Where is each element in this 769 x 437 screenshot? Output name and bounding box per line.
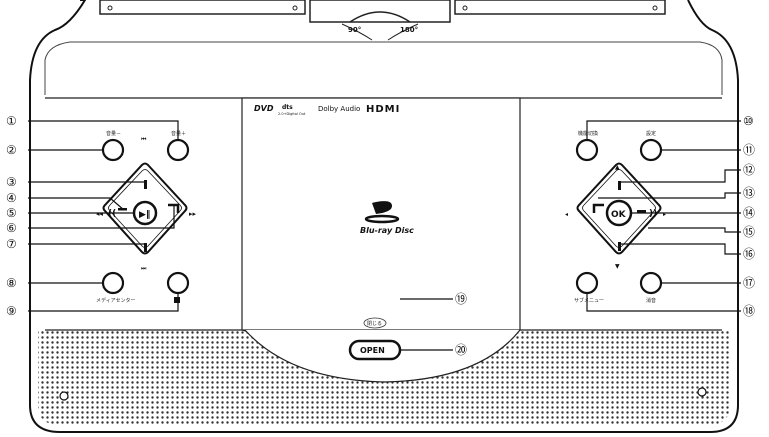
down-arrow-icon: ▼ bbox=[615, 263, 620, 270]
bluray-disc-logo: Blu-ray Disc bbox=[360, 201, 414, 235]
dolby-logo: Dolby Audio bbox=[318, 105, 360, 113]
callout-12: ⑫ bbox=[743, 163, 755, 177]
callout-16: ⑯ bbox=[743, 247, 755, 261]
callout-1: ① bbox=[6, 114, 17, 128]
dpad-down-left[interactable] bbox=[144, 243, 147, 252]
vol-down-button[interactable] bbox=[101, 138, 125, 162]
function-switch-label: 機能切換 bbox=[578, 130, 598, 137]
top-hinge bbox=[99, 0, 666, 41]
callout-6: ⑥ bbox=[6, 221, 17, 235]
dpad-down-right[interactable] bbox=[618, 242, 621, 251]
media-center-label: メディアセンター bbox=[96, 297, 136, 304]
callout-3: ③ bbox=[6, 175, 17, 189]
callout-20: ⑳ bbox=[455, 343, 467, 357]
ok-button-label: OK bbox=[611, 210, 627, 220]
skip-forward-bottom-icon: ⏭ bbox=[141, 265, 147, 272]
function-switch-button[interactable] bbox=[575, 138, 599, 162]
stop-icon bbox=[174, 297, 180, 303]
callout-14: ⑭ bbox=[743, 206, 755, 220]
screw-right bbox=[697, 387, 707, 397]
stop-button[interactable] bbox=[166, 271, 190, 295]
mute-label: 消音 bbox=[646, 297, 656, 304]
callout-5: ⑤ bbox=[6, 206, 17, 220]
callout-2: ② bbox=[6, 143, 17, 157]
play-pause-button[interactable]: ▶‖ bbox=[132, 200, 158, 226]
callout-15: ⑮ bbox=[743, 225, 755, 239]
screw-left bbox=[59, 391, 69, 401]
disc-tray bbox=[241, 97, 521, 331]
play-pause-icon: ▶‖ bbox=[139, 210, 150, 220]
fast-forward-icon: ▸▸ bbox=[189, 210, 197, 218]
vol-down-label: 音量－ bbox=[106, 130, 121, 137]
close-label: 閉じる bbox=[367, 321, 382, 327]
media-center-button[interactable] bbox=[101, 271, 125, 295]
hdmi-logo: HDMI bbox=[366, 104, 400, 115]
ok-button[interactable]: OK bbox=[605, 199, 633, 227]
close-marker bbox=[363, 317, 387, 329]
dts-logo-sub: 2.0+Digital Out bbox=[278, 112, 306, 116]
callout-10: ⑩ bbox=[743, 114, 754, 128]
device-outer-body bbox=[29, 0, 739, 433]
skip-back-top-icon: ⏮ bbox=[141, 136, 147, 143]
angle-right-label: 180° bbox=[400, 26, 418, 34]
callout-17: ⑰ bbox=[743, 276, 755, 290]
dpad-up-right[interactable] bbox=[618, 181, 621, 190]
dpad-up-left[interactable] bbox=[144, 180, 147, 189]
subtitle-label: サブメニュー bbox=[574, 297, 604, 304]
callout-13: ⑬ bbox=[743, 186, 755, 200]
dpad-left-left[interactable]: (( bbox=[108, 209, 116, 219]
callout-19: ⑲ bbox=[455, 292, 467, 306]
right-arrow-icon: ▸ bbox=[663, 211, 666, 218]
left-arrow-icon: ◂ bbox=[565, 211, 568, 218]
vol-up-button[interactable] bbox=[166, 138, 190, 162]
dts-logo: dts bbox=[282, 104, 293, 111]
open-button-label: OPEN bbox=[360, 346, 385, 355]
bluray-logo-text: Blu-ray Disc bbox=[360, 226, 414, 235]
callout-7: ⑦ bbox=[6, 237, 17, 251]
callout-4: ④ bbox=[6, 191, 17, 205]
dvd-logo: DVD bbox=[254, 104, 274, 113]
device-inner-border bbox=[44, 41, 723, 95]
callout-8: ⑧ bbox=[6, 276, 17, 290]
callout-11: ⑪ bbox=[743, 143, 755, 157]
callout-9: ⑨ bbox=[6, 304, 17, 318]
dpad-right-left[interactable] bbox=[168, 203, 180, 213]
rewind-icon: ◂◂ bbox=[96, 210, 104, 218]
open-button[interactable]: OPEN bbox=[348, 339, 402, 361]
mute-button[interactable] bbox=[639, 271, 663, 295]
angle-left-label: 90° bbox=[348, 26, 361, 34]
subtitle-button[interactable] bbox=[575, 271, 599, 295]
dpad-left-right[interactable] bbox=[592, 203, 604, 213]
settings-label: 設定 bbox=[646, 130, 656, 137]
settings-button[interactable] bbox=[639, 138, 663, 162]
dpad-right-right[interactable]: )) bbox=[649, 209, 657, 219]
leader-lines bbox=[28, 120, 741, 351]
up-arrow-icon: ▲ bbox=[615, 164, 620, 171]
dpad-right-bar bbox=[637, 210, 646, 213]
callout-18: ⑱ bbox=[743, 304, 755, 318]
